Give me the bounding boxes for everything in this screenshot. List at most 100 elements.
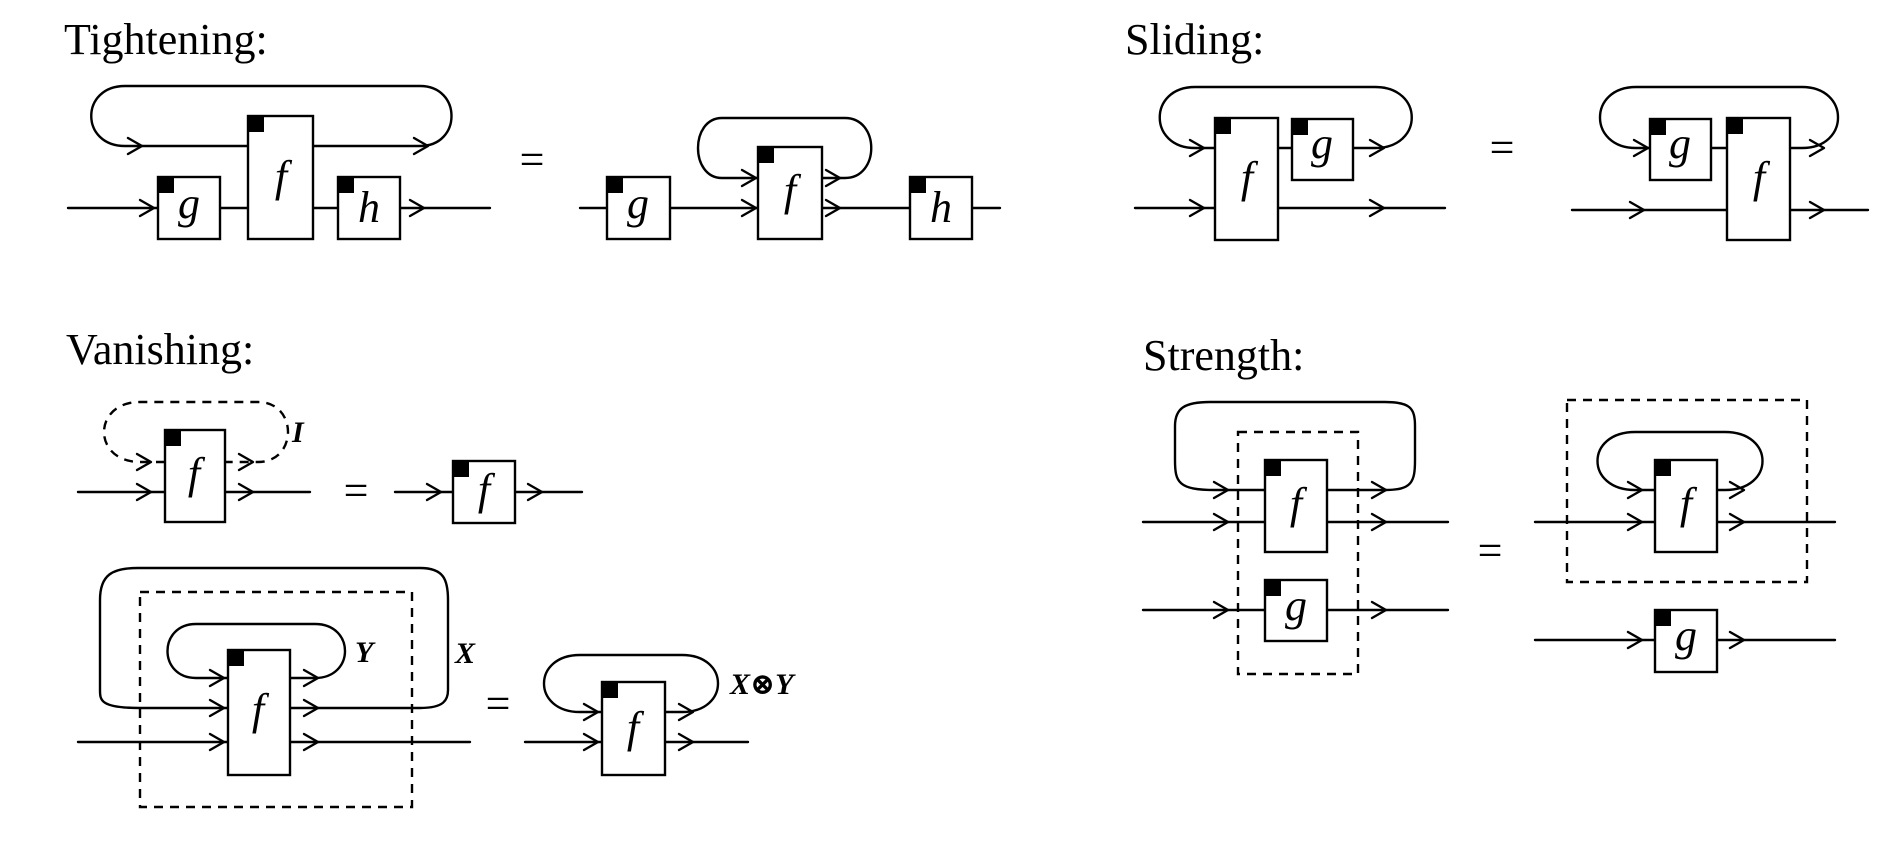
box-g: g [1263, 578, 1329, 643]
arrow-icon [740, 198, 758, 218]
arrow-icon [1632, 138, 1650, 158]
sliding-section: Sliding: f g = [1125, 15, 1870, 242]
arrow-icon [1370, 512, 1388, 532]
arrow-icon [677, 732, 695, 752]
box-g: g [1653, 608, 1719, 674]
box-f: f [1725, 116, 1792, 242]
box-f: f [1213, 116, 1280, 242]
tightening-title: Tightening: [64, 15, 268, 64]
equals-sign: = [486, 679, 511, 728]
arrow-icon [1728, 630, 1746, 650]
arrow-icon [126, 136, 144, 156]
feedback-loop-y [166, 622, 347, 680]
arrow-icon [412, 136, 430, 156]
box-f: f [451, 459, 517, 525]
arrow-icon [1188, 138, 1206, 158]
strength-rhs: f g [1533, 398, 1837, 674]
arrow-icon [1728, 480, 1746, 500]
arrow-icon [1188, 198, 1206, 218]
box-f: f [1653, 458, 1719, 554]
box-g-label: g [178, 179, 200, 228]
arrow-icon [824, 168, 842, 188]
arrow-icon [138, 198, 156, 218]
feedback-loop [90, 84, 453, 148]
arrow-icon [1728, 512, 1746, 532]
unit-loop [103, 400, 290, 464]
strength-lhs: f g [1141, 400, 1450, 676]
box-h-label: h [358, 183, 380, 232]
box-h: h [908, 175, 974, 241]
tightening-section: Tightening: g f h [64, 15, 1002, 241]
box-g: g [156, 175, 222, 241]
feedback-loop [543, 653, 719, 714]
tightening-rhs: g f h [578, 116, 1002, 241]
vanishing-section: Vanishing: f I = f [66, 325, 796, 809]
feedback-loop-x [98, 566, 450, 710]
arrow-icon [1370, 480, 1388, 500]
feedback-loop [1158, 85, 1413, 150]
box-h-label: h [930, 183, 952, 232]
arrow-icon [1626, 512, 1644, 532]
vanishing-tensor-rhs: f X⊗Y [523, 653, 796, 777]
feedback-loop [1596, 430, 1764, 492]
arrow-icon [302, 668, 320, 688]
arrow-icon [1212, 480, 1230, 500]
arrow-icon [1808, 138, 1826, 158]
arrow-icon [408, 198, 426, 218]
arrow-icon [740, 168, 758, 188]
arrow-icon [1626, 630, 1644, 650]
arrow-icon [302, 732, 320, 752]
arrow-icon [237, 482, 255, 502]
tightening-lhs: g f h [66, 84, 492, 241]
arrow-icon [425, 482, 443, 502]
arrow-icon [208, 698, 226, 718]
box-g-label: g [1675, 611, 1697, 660]
arrow-icon [1368, 198, 1386, 218]
box-g-label: g [1285, 581, 1307, 630]
box-f: f [600, 680, 667, 777]
label-XY: X⊗Y [729, 668, 796, 701]
box-f: f [246, 114, 315, 241]
arrow-icon [526, 482, 544, 502]
strength-title: Strength: [1143, 331, 1304, 380]
arrow-icon [824, 198, 842, 218]
arrow-icon [135, 452, 153, 472]
equals-sign: = [344, 466, 369, 515]
arrow-icon [1368, 138, 1386, 158]
vanishing-tensor-lhs: f Y X [76, 566, 476, 809]
label-Y: Y [355, 636, 376, 669]
arrow-icon [582, 732, 600, 752]
arrow-icon [1212, 600, 1230, 620]
box-f: f [163, 428, 227, 524]
box-f: f [756, 145, 824, 241]
arrow-icon [208, 668, 226, 688]
dashed-region [138, 590, 414, 809]
arrow-icon [302, 698, 320, 718]
box-g-label: g [1669, 119, 1691, 168]
vanishing-title: Vanishing: [66, 325, 254, 374]
arrow-icon [1626, 480, 1644, 500]
sliding-rhs: g f [1570, 85, 1870, 242]
feedback-loop [696, 116, 873, 180]
arrow-icon [1212, 512, 1230, 532]
arrow-icon [208, 732, 226, 752]
feedback-loop [1599, 85, 1839, 150]
strength-section: Strength: f g = [1141, 331, 1837, 676]
label-X: X [454, 637, 476, 670]
arrow-icon [237, 452, 255, 472]
sliding-title: Sliding: [1125, 15, 1264, 64]
equals-sign: = [1490, 123, 1515, 172]
equals-sign: = [1478, 526, 1503, 575]
box-f: f [226, 648, 292, 777]
dashed-region [1236, 430, 1360, 676]
dashed-region [1565, 398, 1809, 584]
vanishing-unit-lhs: f I [76, 400, 312, 524]
box-g: g [1290, 117, 1355, 182]
box-f: f [1263, 458, 1329, 554]
arrow-icon [1808, 200, 1826, 220]
box-g-label: g [1311, 119, 1333, 168]
feedback-loop [1173, 400, 1417, 492]
arrow-icon [135, 482, 153, 502]
sliding-lhs: f g [1133, 85, 1447, 242]
